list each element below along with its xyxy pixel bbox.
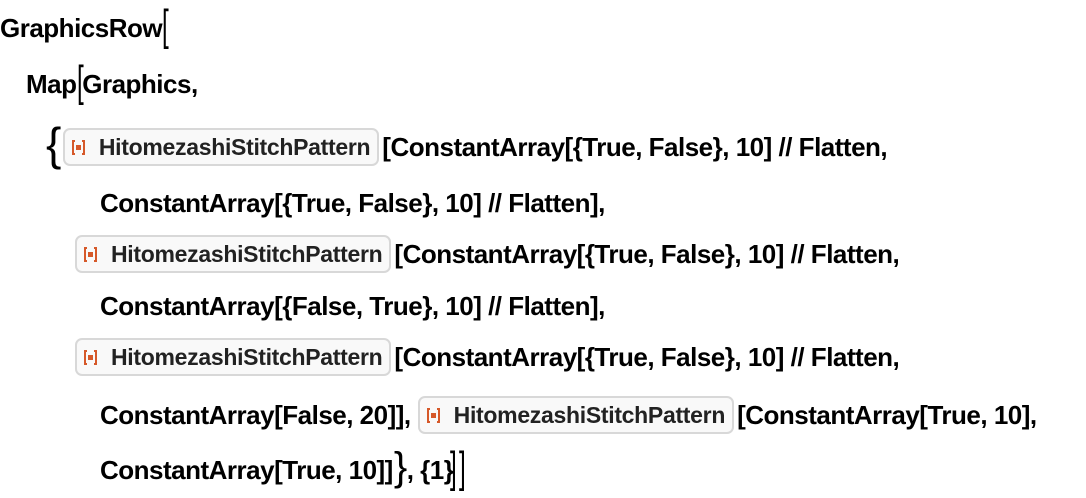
resource-function-name: HitomezashiStitchPattern <box>111 343 383 370</box>
resource-function-box[interactable]: HitomezashiStitchPattern <box>62 128 380 166</box>
resource-function-icon <box>71 139 85 155</box>
code-line-5: HitomezashiStitchPattern [ConstantArray[… <box>75 228 900 280</box>
code-line-1: GraphicsRow [ <box>0 1 169 54</box>
resource-function-icon <box>426 407 440 423</box>
map-head: Map <box>26 68 77 99</box>
open-brace: { <box>46 118 61 170</box>
code-line-3: { HitomezashiStitchPattern [ConstantArra… <box>46 118 888 173</box>
close-bracket: ] <box>450 443 457 492</box>
code-line-6: ConstantArray[{False, True}, 10] // Flat… <box>100 280 605 332</box>
code-text: ConstantArray[True, 10]] <box>100 454 393 485</box>
code-text: [ConstantArray[{True, False}, 10] // Fla… <box>394 341 900 372</box>
code-line-2: Map [ Graphics, <box>26 58 198 110</box>
code-text: [ConstantArray[{True, False}, 10] // Fla… <box>382 131 888 162</box>
resource-function-icon <box>84 349 97 365</box>
graphicsrow-head: GraphicsRow <box>0 12 163 43</box>
code-text: ConstantArray[{False, True}, 10] // Flat… <box>100 290 605 321</box>
code-text: ConstantArray[{True, False}, 10] // Flat… <box>100 187 605 218</box>
code-line-8: ConstantArray[False, 20]], HitomezashiSt… <box>100 389 1037 441</box>
resource-function-box[interactable]: HitomezashiStitchPattern <box>417 396 735 434</box>
code-tail: , {1} <box>406 454 454 485</box>
open-bracket: [ <box>76 57 84 106</box>
resource-function-box[interactable]: HitomezashiStitchPattern <box>75 235 392 273</box>
resource-function-name: HitomezashiStitchPattern <box>98 133 371 160</box>
code-line-9: ConstantArray[True, 10]] } , {1} ] ] <box>100 444 471 496</box>
code-line-4: ConstantArray[{True, False}, 10] // Flat… <box>100 177 605 229</box>
resource-function-box[interactable]: HitomezashiStitchPattern <box>75 338 392 376</box>
resource-function-name: HitomezashiStitchPattern <box>453 401 726 428</box>
code-text: [ConstantArray[True, 10], <box>737 399 1037 430</box>
code-text: [ConstantArray[{True, False}, 10] // Fla… <box>394 238 900 269</box>
code-line-7: HitomezashiStitchPattern [ConstantArray[… <box>75 331 900 383</box>
resource-function-icon <box>84 246 97 262</box>
open-bracket: [ <box>162 1 169 50</box>
close-brace: } <box>393 444 407 489</box>
close-bracket: ] <box>459 443 466 492</box>
code-text: ConstantArray[False, 20]], <box>100 399 411 430</box>
resource-function-name: HitomezashiStitchPattern <box>111 240 383 267</box>
map-args: Graphics, <box>82 68 198 99</box>
